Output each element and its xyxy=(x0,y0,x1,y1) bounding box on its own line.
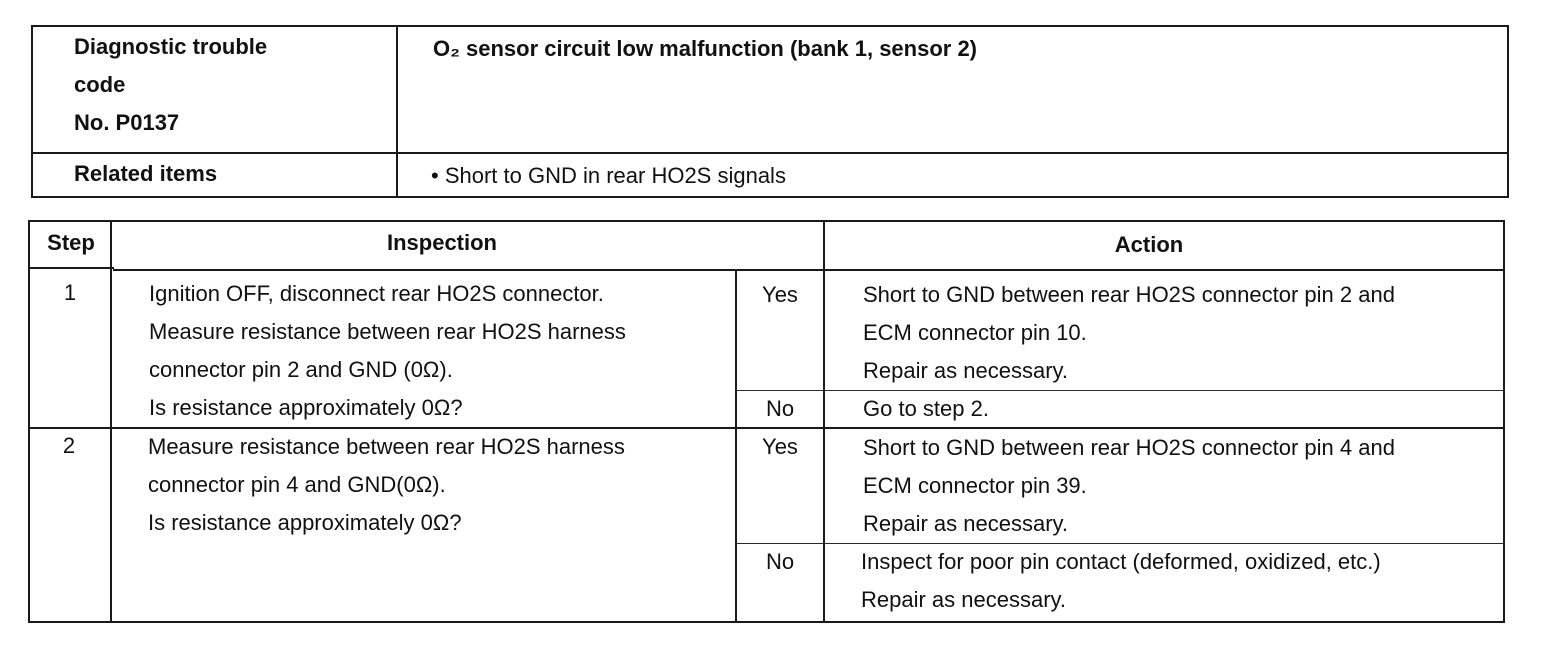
step-1-yes-action-line-1: Short to GND between rear HO2S connector… xyxy=(863,282,1395,307)
step1-yes-no-divider xyxy=(736,390,1505,391)
step-2-yes-action-line-2: ECM connector pin 39. xyxy=(863,473,1087,498)
dtc-label: Diagnostic trouble code No. P0137 xyxy=(74,28,267,142)
step-1-no-label: No xyxy=(765,396,795,421)
yes-no-column-divider xyxy=(735,269,737,623)
step-table-header-divider xyxy=(113,269,1505,271)
action-column-header: Action xyxy=(1114,232,1184,257)
step-1-yes-action-line-2: ECM connector pin 10. xyxy=(863,320,1087,345)
header-row-divider xyxy=(31,152,1509,154)
inspection-action-divider xyxy=(823,220,825,623)
step-1-number: 1 xyxy=(63,280,77,305)
dtc-label-line-1: Diagnostic trouble xyxy=(74,34,268,59)
step-1-yes-action: Short to GND between rear HO2S connector… xyxy=(863,276,1395,390)
step-column-header: Step xyxy=(47,230,95,255)
step-2-no-action: Inspect for poor pin contact (deformed, … xyxy=(861,543,1381,619)
step-1-yes-label: Yes xyxy=(762,282,798,307)
step-1-yes-action-line-3: Repair as necessary. xyxy=(863,358,1069,383)
step-1-inspection: Ignition OFF, disconnect rear HO2S conne… xyxy=(149,275,626,427)
step-2-inspection: Measure resistance between rear HO2S har… xyxy=(148,428,625,542)
step-1-inspection-line-4: Is resistance approximately 0Ω? xyxy=(149,395,463,420)
dtc-label-line-3: No. P0137 xyxy=(74,110,180,135)
step-2-number: 2 xyxy=(62,433,76,458)
step-1-inspection-line-2: Measure resistance between rear HO2S har… xyxy=(149,319,626,344)
step-2-yes-action: Short to GND between rear HO2S connector… xyxy=(863,429,1395,543)
dtc-label-line-2: code xyxy=(74,72,126,97)
header-column-divider xyxy=(396,25,398,198)
step-2-no-action-line-2: Repair as necessary. xyxy=(861,587,1067,612)
step-column-divider xyxy=(110,220,112,623)
step-2-inspection-line-3: Is resistance approximately 0Ω? xyxy=(148,510,462,535)
step-2-yes-action-line-3: Repair as necessary. xyxy=(863,511,1069,536)
step-1-no-action-line-1: Go to step 2. xyxy=(863,396,989,421)
step-2-inspection-line-2: connector pin 4 and GND(0Ω). xyxy=(148,472,446,497)
step-2-inspection-line-1: Measure resistance between rear HO2S har… xyxy=(148,434,625,459)
dtc-description: O₂ sensor circuit low malfunction (bank … xyxy=(433,36,978,61)
step-table-header-divider-left xyxy=(28,267,114,269)
related-items-label: Related items xyxy=(74,161,218,186)
step-table xyxy=(28,220,1505,623)
step-1-inspection-line-3: connector pin 2 and GND (0Ω). xyxy=(149,357,453,382)
step-1-no-action: Go to step 2. xyxy=(863,390,989,428)
step-2-yes-label: Yes xyxy=(762,434,798,459)
step-2-no-label: No xyxy=(765,549,795,574)
inspection-column-header: Inspection xyxy=(386,230,497,255)
related-items-value: • Short to GND in rear HO2S signals xyxy=(431,163,786,188)
step-1-inspection-line-1: Ignition OFF, disconnect rear HO2S conne… xyxy=(149,281,604,306)
dtc-header-table xyxy=(31,25,1509,198)
step-2-yes-action-line-1: Short to GND between rear HO2S connector… xyxy=(863,435,1395,460)
step-2-no-action-line-1: Inspect for poor pin contact (deformed, … xyxy=(861,549,1381,574)
step-row-divider xyxy=(28,427,1505,429)
step2-yes-no-divider xyxy=(736,543,1505,544)
